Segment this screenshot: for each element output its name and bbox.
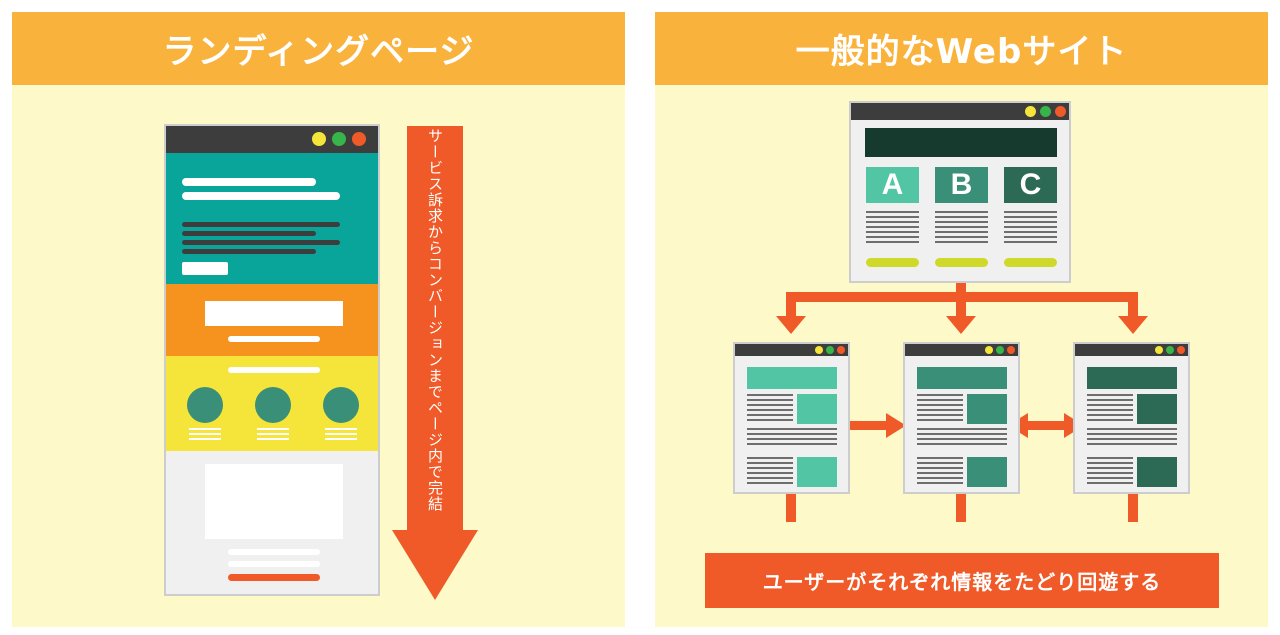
yellow-section-line bbox=[228, 367, 320, 373]
orange-section-line bbox=[228, 336, 320, 342]
child-text bbox=[917, 457, 963, 487]
form-box bbox=[205, 464, 343, 539]
feature-text bbox=[189, 428, 221, 443]
form-line bbox=[228, 549, 320, 555]
child-page-b-browser bbox=[903, 342, 1020, 494]
section-a-text bbox=[866, 211, 919, 246]
child-image bbox=[967, 457, 1007, 487]
window-dot-green bbox=[332, 132, 346, 146]
section-b-text bbox=[935, 211, 988, 246]
vertical-flow-arrow bbox=[392, 126, 478, 600]
window-dot-red bbox=[352, 132, 366, 146]
window-dot-yellow bbox=[1155, 346, 1163, 354]
child-text bbox=[747, 428, 837, 448]
feature-text bbox=[257, 428, 289, 443]
feature-circle bbox=[187, 387, 223, 423]
child-image bbox=[797, 457, 837, 487]
section-c: C bbox=[1004, 167, 1057, 203]
user-navigation-caption: ユーザーがそれぞれ情報をたどり回遊する bbox=[705, 553, 1219, 608]
window-dot-green bbox=[1040, 106, 1051, 117]
section-b: B bbox=[935, 167, 988, 203]
hero-text-line bbox=[182, 222, 340, 227]
feature-text bbox=[325, 428, 357, 443]
window-dot-yellow bbox=[1025, 106, 1036, 117]
window-dot-green bbox=[996, 346, 1004, 354]
form-line bbox=[228, 561, 320, 567]
child-image bbox=[1137, 457, 1177, 487]
hero-text-line bbox=[182, 249, 316, 254]
hero-text-line bbox=[182, 231, 316, 236]
child-text bbox=[747, 457, 793, 487]
child-image bbox=[967, 394, 1007, 424]
flow-label: サービス訴求からコンバージョンまでページ内で完結 bbox=[426, 128, 444, 512]
hero-heading-line bbox=[182, 192, 340, 200]
tree-arrows bbox=[776, 279, 1148, 334]
child-image bbox=[1137, 394, 1177, 424]
child-page-a-browser bbox=[733, 342, 850, 494]
section-c-button bbox=[1004, 258, 1057, 267]
window-dot-green bbox=[826, 346, 834, 354]
browser-titlebar bbox=[851, 103, 1069, 120]
window-dot-red bbox=[1007, 346, 1015, 354]
hero-heading-line bbox=[182, 178, 316, 186]
hero-text-line bbox=[182, 240, 340, 245]
child-text bbox=[1087, 394, 1133, 424]
top-page-header-bar bbox=[865, 128, 1057, 157]
child-text bbox=[747, 394, 793, 424]
window-dot-red bbox=[837, 346, 845, 354]
child-image bbox=[797, 394, 837, 424]
landing-page-title: ランディングページ bbox=[12, 12, 625, 85]
section-c-text bbox=[1004, 211, 1057, 246]
child-text bbox=[1087, 457, 1133, 487]
landing-page-browser bbox=[164, 124, 380, 596]
window-dot-yellow bbox=[985, 346, 993, 354]
child-text bbox=[917, 394, 963, 424]
feature-circle bbox=[323, 387, 359, 423]
section-b-button bbox=[935, 258, 988, 267]
window-dot-green bbox=[1166, 346, 1174, 354]
feature-circle bbox=[255, 387, 291, 423]
child-text bbox=[917, 428, 1007, 448]
section-a: A bbox=[866, 167, 919, 203]
child-header bbox=[917, 367, 1007, 389]
child-page-c-browser bbox=[1073, 342, 1190, 494]
window-dot-red bbox=[1177, 346, 1185, 354]
child-text bbox=[1087, 428, 1177, 448]
window-dot-red bbox=[1055, 106, 1066, 117]
top-page-browser: A B C bbox=[849, 101, 1071, 283]
window-dot-yellow bbox=[815, 346, 823, 354]
orange-section-box bbox=[205, 301, 343, 326]
hero-button bbox=[182, 262, 228, 275]
cta-button bbox=[228, 574, 320, 581]
window-dot-yellow bbox=[312, 132, 326, 146]
child-header bbox=[747, 367, 837, 389]
child-header bbox=[1087, 367, 1177, 389]
section-a-button bbox=[866, 258, 919, 267]
